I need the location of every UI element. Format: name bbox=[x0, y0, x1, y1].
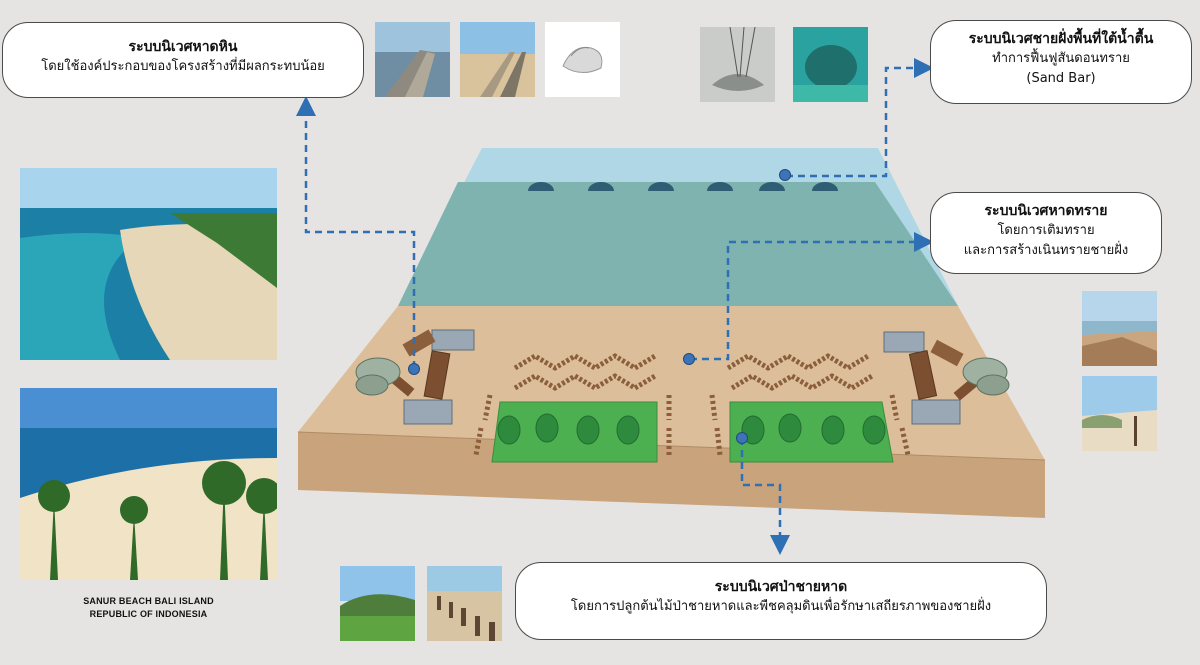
photo-dune-fence bbox=[1082, 376, 1157, 451]
photo-structure-model bbox=[545, 22, 620, 97]
dune-fence bbox=[513, 373, 657, 391]
tree bbox=[862, 415, 886, 445]
photo-sanur-beach-palms bbox=[20, 388, 277, 580]
beach-forest-bed-right bbox=[729, 401, 894, 463]
callout-text: ทำการฟื้นฟูสันดอนทราย bbox=[992, 51, 1130, 66]
sand-bar-dome bbox=[648, 182, 674, 191]
callout-title: ระบบนิเวศชายฝั่งพื้นที่ใต้น้ำตื้น bbox=[968, 31, 1154, 47]
shallow-water-zone bbox=[398, 182, 958, 306]
connectors bbox=[296, 58, 934, 555]
callout-text: และการสร้างเนินทรายชายฝั่ง bbox=[963, 243, 1129, 258]
sand-bar-dome bbox=[588, 182, 614, 191]
connector-dot bbox=[779, 169, 791, 181]
callout-text: โดยการเติมทราย bbox=[997, 223, 1095, 238]
photo-sand-bar-mesh bbox=[700, 27, 775, 102]
callout-title: ระบบนิเวศป่าชายหาด bbox=[714, 579, 848, 595]
caption-line: REPUBLIC OF INDONESIA bbox=[89, 609, 208, 619]
connector-rocky bbox=[296, 96, 416, 368]
connector-shallow bbox=[786, 58, 934, 178]
sand-bar-dome bbox=[707, 182, 733, 191]
callout-text: โดยใช้องค์ประกอบของโครงสร้างที่มีผลกระทบ… bbox=[41, 59, 325, 74]
photo-rock-groyne bbox=[375, 22, 450, 97]
callout-title: ระบบนิเวศหาดหิน bbox=[128, 39, 238, 55]
right-rock-revetment bbox=[883, 331, 1010, 425]
connector-dots bbox=[408, 169, 791, 444]
tree bbox=[535, 413, 559, 443]
tree bbox=[616, 415, 640, 445]
tree bbox=[497, 415, 521, 445]
connector-forest bbox=[740, 438, 790, 555]
sand-bar-dome bbox=[528, 182, 554, 191]
connector-dot bbox=[736, 432, 748, 444]
callout-shallow-water: ระบบนิเวศชายฝั่งพื้นที่ใต้น้ำตื้น ทำการฟ… bbox=[930, 20, 1192, 104]
photo-beach-vegetation bbox=[340, 566, 415, 641]
photo-breakwater bbox=[460, 22, 535, 97]
callout-rocky-beach: ระบบนิเวศหาดหิน โดยใช้องค์ประกอบของโครงส… bbox=[2, 22, 364, 98]
caption-line: SANUR BEACH BALI ISLAND bbox=[83, 596, 214, 606]
photo-sanur-beach-aerial bbox=[20, 168, 277, 360]
sand-bar-dome bbox=[812, 182, 838, 191]
callout-text: โดยการปลูกต้นไม้ป่าชายหาดและพืชคลุมดินเพ… bbox=[570, 599, 992, 614]
connector-dot bbox=[683, 353, 695, 365]
beach-forest-bed-left bbox=[491, 401, 658, 463]
callout-text: (Sand Bar) bbox=[1026, 71, 1096, 86]
photo-sand-dune-erosion bbox=[1082, 291, 1157, 366]
tree bbox=[778, 413, 802, 443]
connector-dot bbox=[408, 363, 420, 375]
callout-sandy-beach: ระบบนิเวศหาดทราย โดยการเติมทราย และการสร… bbox=[930, 192, 1162, 274]
photo-underwater-structure bbox=[793, 27, 868, 102]
connector-sandy bbox=[690, 232, 934, 361]
sand-bar-domes bbox=[528, 182, 838, 191]
dune-fence bbox=[513, 353, 657, 371]
photo-wooden-groyne bbox=[427, 566, 502, 641]
tree bbox=[821, 415, 845, 445]
sand-fence-posts bbox=[473, 394, 911, 456]
left-rock-revetment bbox=[355, 329, 475, 425]
dune-fence bbox=[730, 373, 874, 391]
dune-fences bbox=[513, 353, 874, 391]
tree bbox=[576, 415, 600, 445]
sand-bar-dome bbox=[759, 182, 785, 191]
callout-title: ระบบนิเวศหาดทราย bbox=[984, 203, 1108, 219]
callout-beach-forest: ระบบนิเวศป่าชายหาด โดยการปลูกต้นไม้ป่าชา… bbox=[515, 562, 1047, 640]
beach-forest-trees bbox=[497, 413, 886, 445]
sanur-caption: SANUR BEACH BALI ISLAND REPUBLIC OF INDO… bbox=[20, 595, 277, 621]
dune-fence bbox=[726, 353, 870, 371]
